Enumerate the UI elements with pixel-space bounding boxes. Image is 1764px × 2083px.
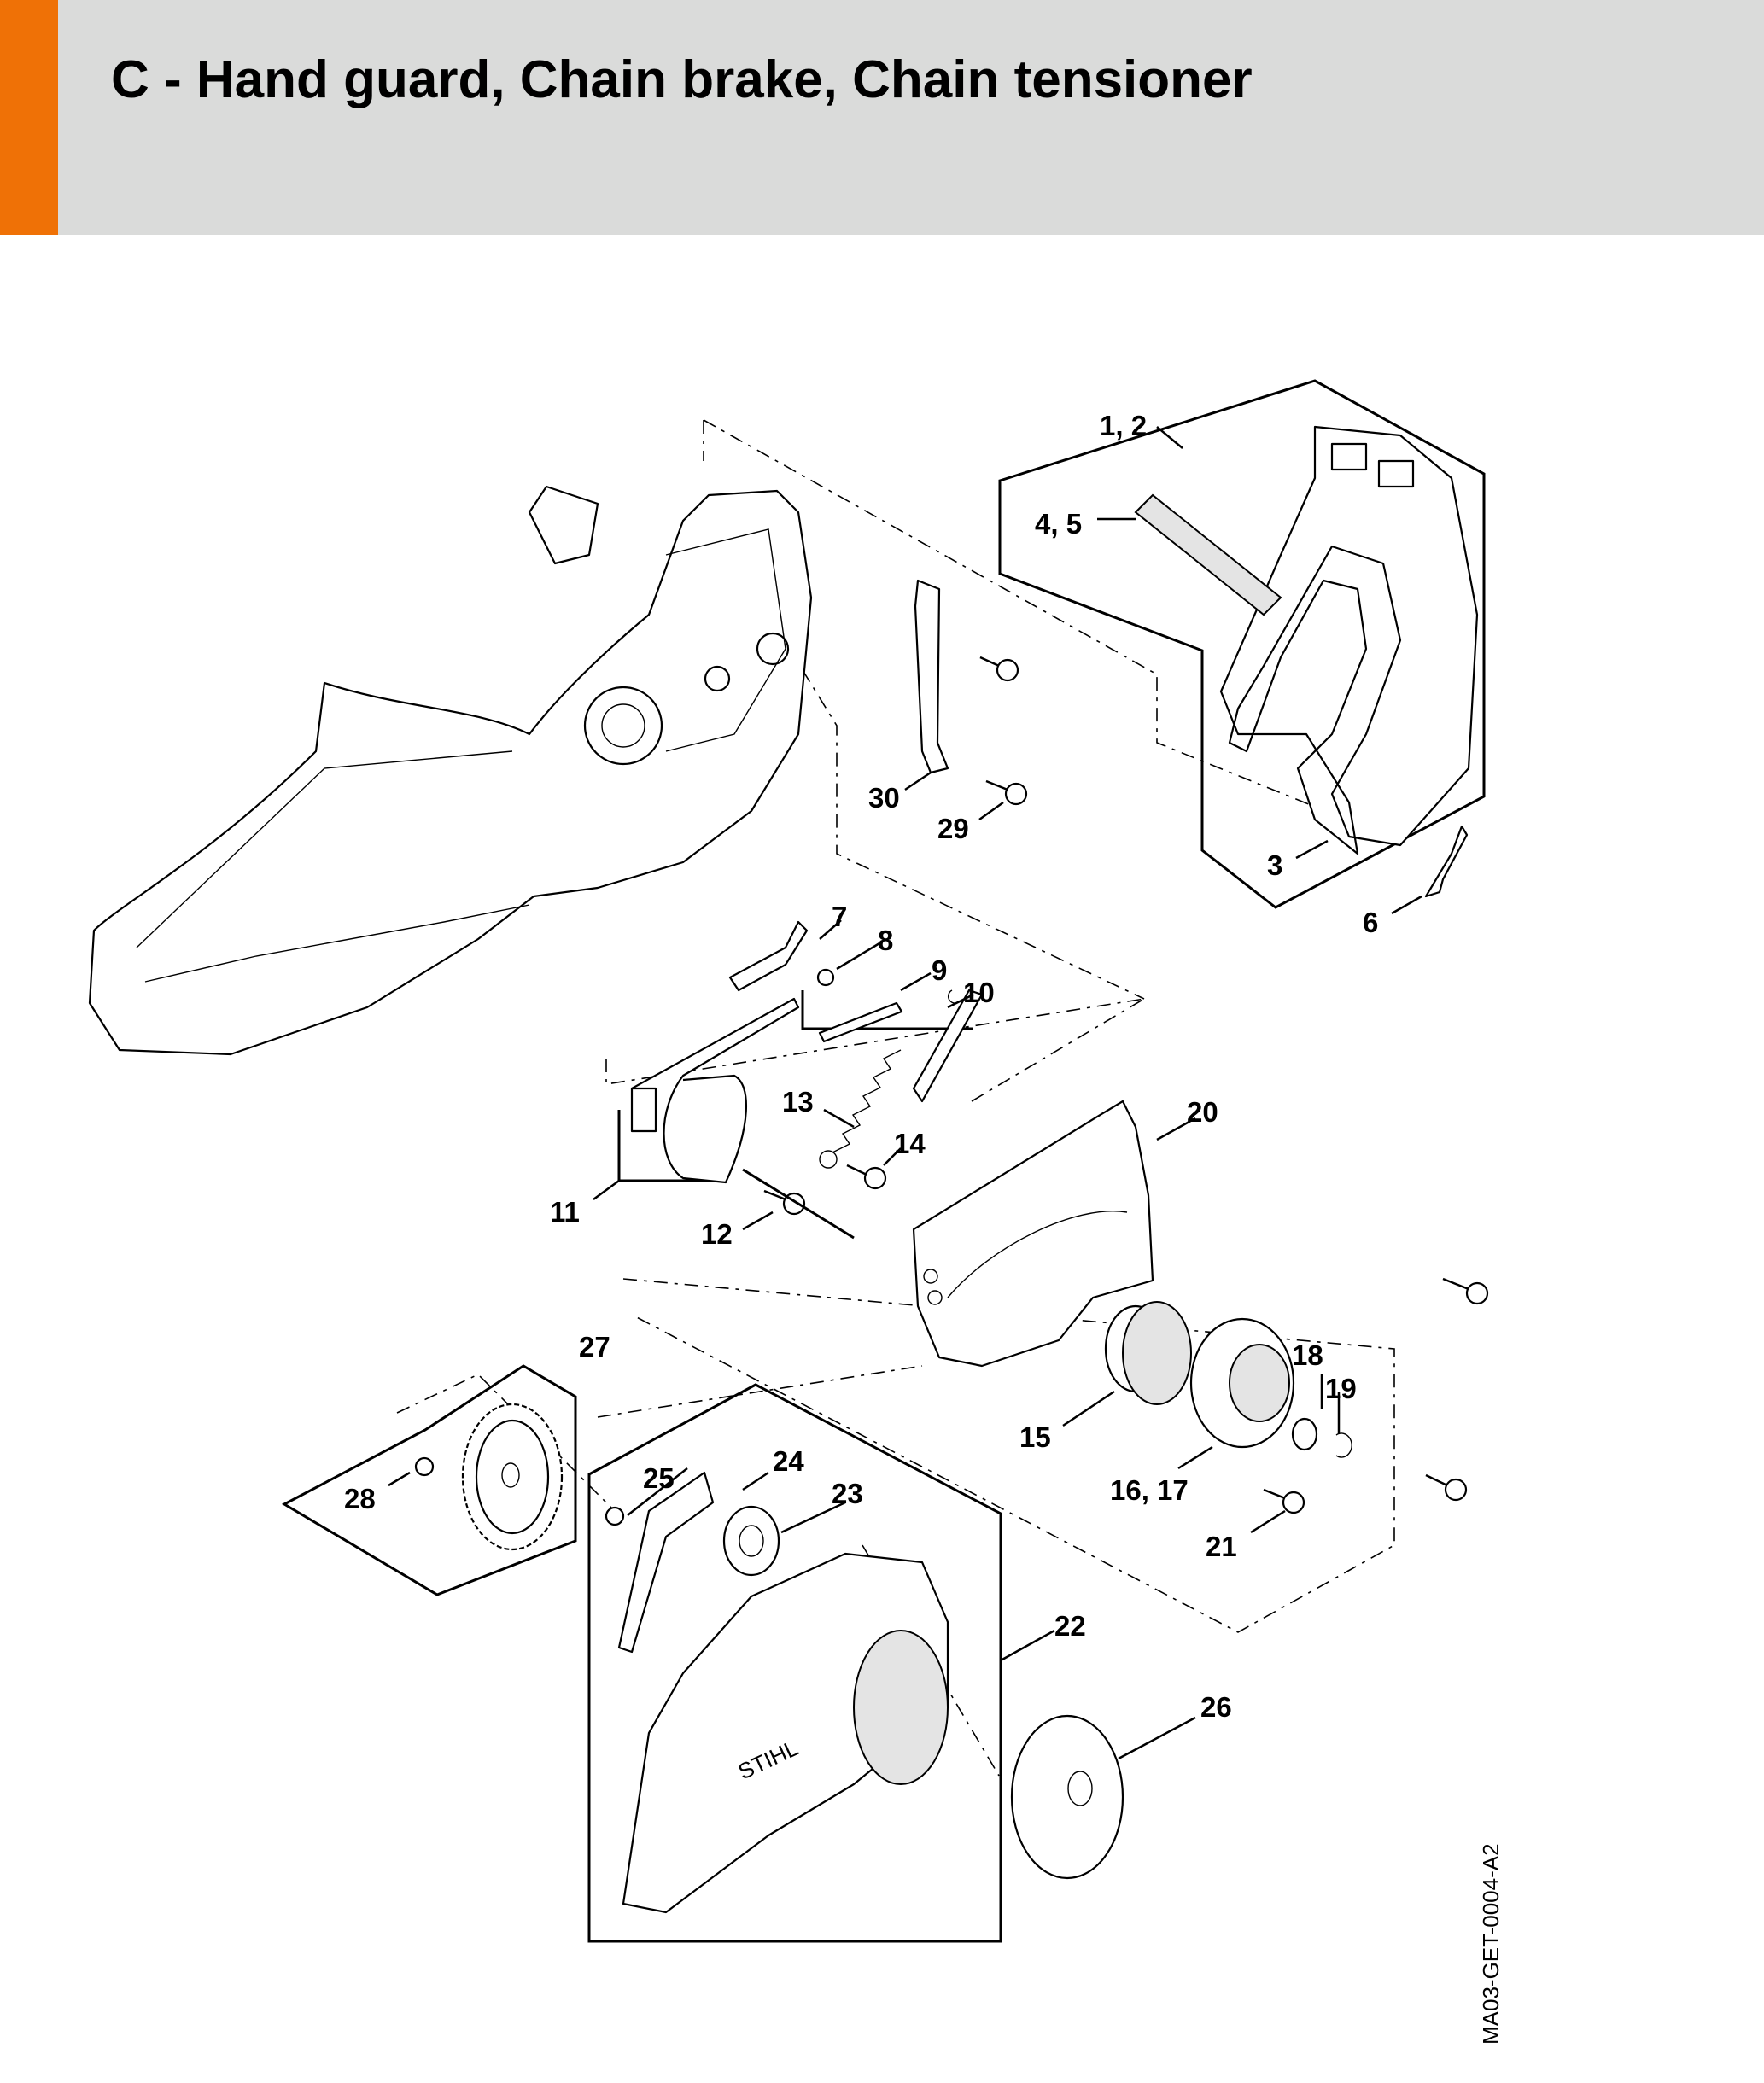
label-26: 26: [1200, 1691, 1232, 1723]
group-outline-hand-guard: [998, 379, 1486, 909]
hand-guard: [1134, 425, 1479, 855]
label-9: 9: [932, 954, 947, 986]
label-8: 8: [878, 925, 893, 956]
label-18: 18: [1292, 1339, 1323, 1371]
label-13: 13: [782, 1086, 814, 1117]
accent-bar: [0, 0, 58, 235]
drawing-code: MA03-GET-0004-A2: [1478, 1843, 1504, 2045]
label-14: 14: [894, 1128, 926, 1159]
label-30: 30: [868, 782, 900, 814]
sprocket-washer: [1291, 1417, 1318, 1451]
group-outline-chain-brake-3: [742, 1168, 855, 1240]
sprocket: [1189, 1317, 1295, 1449]
chain-tensioner-gear: [1104, 1301, 1192, 1405]
label-20: 20: [1187, 1096, 1218, 1128]
chainsaw-housing: [88, 485, 813, 1056]
page-header: C - Hand guard, Chain brake, Chain tensi…: [0, 0, 1764, 235]
side-cover: STIHL: [622, 1552, 949, 1914]
label-7: 7: [832, 901, 847, 932]
label-23: 23: [832, 1478, 863, 1509]
label-3: 3: [1267, 849, 1282, 881]
label-15: 15: [1019, 1421, 1051, 1453]
label-16-17: 16, 17: [1110, 1474, 1189, 1506]
label-6: 6: [1363, 907, 1378, 938]
sprocket-cover-cap: [1010, 1714, 1124, 1880]
page-title: C - Hand guard, Chain brake, Chain tensi…: [111, 50, 1253, 109]
label-22: 22: [1054, 1610, 1086, 1642]
label-21: 21: [1206, 1531, 1237, 1562]
group-outline-side-cover: [587, 1383, 1002, 1943]
brake-lever: [728, 920, 809, 992]
hand-guard-pin: [1424, 825, 1469, 898]
label-11: 11: [550, 1196, 580, 1228]
brake-band: [630, 997, 800, 1184]
label-29: 29: [937, 813, 969, 844]
label-19: 19: [1325, 1373, 1357, 1404]
label-10: 10: [963, 977, 995, 1008]
chain-brake-spring-lever: [914, 579, 949, 774]
leader-lines: [388, 426, 1422, 1760]
link: [818, 1001, 903, 1043]
part-number-labels: 1, 2 4, 5 3 6 30 29 7 8 9 10 13 14 20 11…: [344, 410, 1378, 1723]
lever-wire: [912, 989, 984, 1103]
label-24: 24: [773, 1445, 804, 1477]
label-1-2: 1, 2: [1100, 410, 1147, 441]
tension-spring: [819, 1049, 902, 1169]
label-4-5: 4, 5: [1035, 508, 1082, 540]
adjusting-wheel: [461, 1403, 564, 1551]
guide-plate: [912, 1100, 1154, 1368]
label-25: 25: [643, 1462, 675, 1494]
group-outline-adjusting-wheel: [281, 1364, 577, 1596]
label-28: 28: [344, 1483, 376, 1514]
e-clip: [1335, 1432, 1352, 1458]
tensioner-knob: [722, 1505, 780, 1577]
label-12: 12: [701, 1218, 733, 1250]
label-27: 27: [579, 1331, 610, 1362]
warning-label-sticker: [1134, 493, 1282, 616]
washer: [816, 968, 835, 987]
screws-upper: [414, 656, 1489, 1526]
group-outline-chain-brake-2: [801, 990, 973, 1030]
deflector-plate: [617, 1471, 715, 1654]
